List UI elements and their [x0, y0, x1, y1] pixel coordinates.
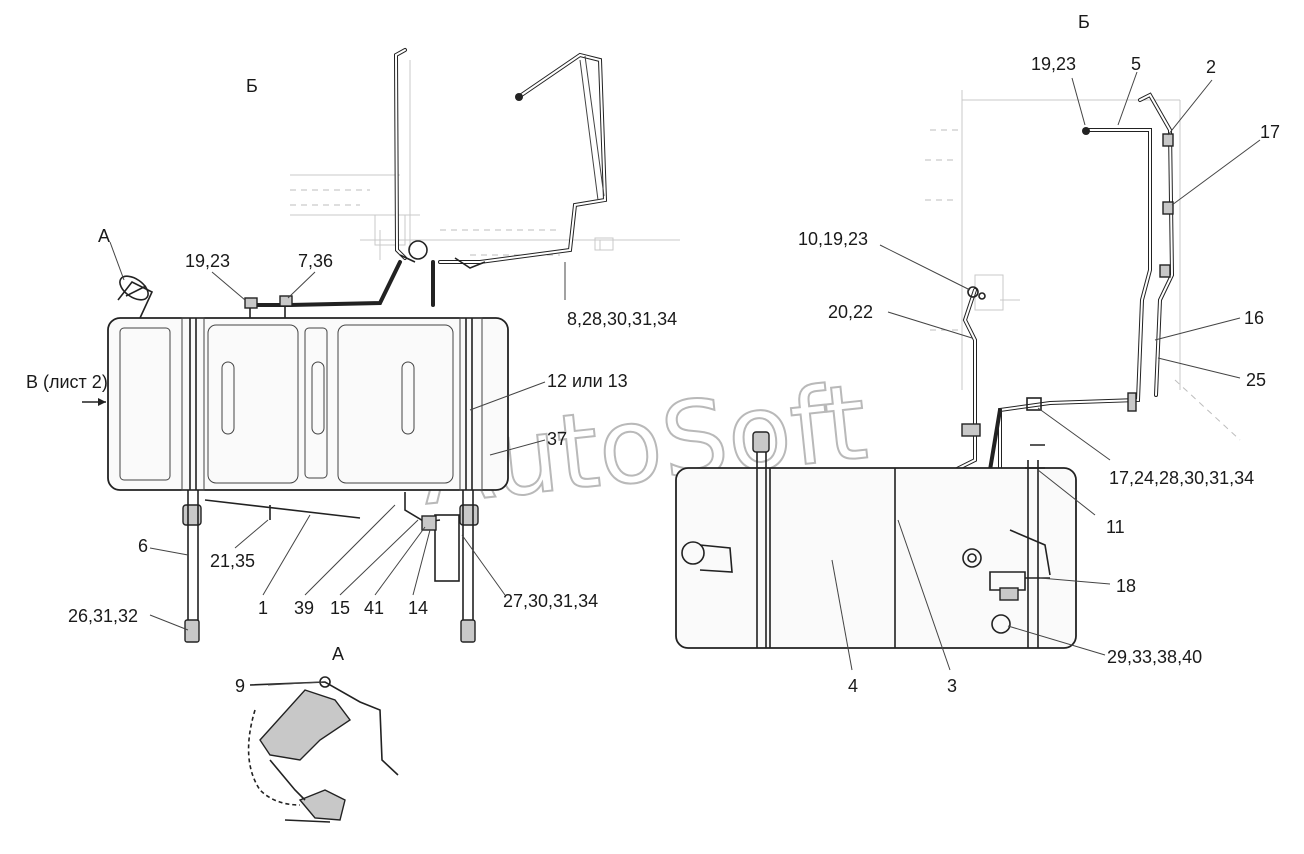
callout-20-22: 20,22	[828, 302, 873, 322]
callout-4: 4	[848, 676, 858, 696]
right-leaders	[831, 71, 1261, 671]
callout-12-13: 12 или 13	[547, 371, 628, 391]
callout-10-19-23: 10,19,23	[798, 229, 868, 249]
callout-9: 9	[235, 676, 245, 696]
callout-8-28-30-31-34: 8,28,30,31,34	[567, 309, 677, 329]
right-cab-ghost	[925, 90, 1241, 441]
view-label-a-detail: А	[332, 644, 344, 664]
detail-a	[247, 676, 399, 823]
callout-18: 18	[1116, 576, 1136, 596]
left-tank	[82, 275, 509, 643]
callout-3: 3	[947, 676, 957, 696]
callout-19-23-right: 19,23	[1031, 54, 1076, 74]
callout-27-30-31-34: 27,30,31,34	[503, 591, 598, 611]
left-cab-pipes	[248, 48, 608, 307]
callout-39: 39	[294, 598, 314, 618]
callout-1: 1	[258, 598, 268, 618]
callout-29-33-38-40: 29,33,38,40	[1107, 647, 1202, 667]
callout-5: 5	[1131, 54, 1141, 74]
callout-25: 25	[1246, 370, 1266, 390]
callout-6: 6	[138, 536, 148, 556]
callout-14: 14	[408, 598, 428, 618]
left-cab-ghost	[290, 60, 680, 260]
callout-41: 41	[364, 598, 384, 618]
callout-7-36: 7,36	[298, 251, 333, 271]
right-pipes	[808, 92, 1175, 562]
callout-21-35: 21,35	[210, 551, 255, 571]
callout-17-24-28-30-31-34: 17,24,28,30,31,34	[1109, 468, 1254, 488]
callout-15: 15	[330, 598, 350, 618]
view-label-v-sheet: В (лист 2)	[26, 372, 108, 392]
callout-26-31-32: 26,31,32	[68, 606, 138, 626]
view-label-b-left: Б	[246, 76, 258, 96]
right-tank	[675, 431, 1077, 649]
callout-19-23-left: 19,23	[185, 251, 230, 271]
view-label-a-left: А	[98, 226, 110, 246]
callout-2: 2	[1206, 57, 1216, 77]
callout-16: 16	[1244, 308, 1264, 328]
callout-11: 11	[1106, 517, 1125, 537]
left-leaders	[109, 241, 566, 631]
view-label-b-right: Б	[1078, 12, 1090, 32]
callout-37: 37	[547, 429, 567, 449]
callout-17: 17	[1260, 122, 1280, 142]
